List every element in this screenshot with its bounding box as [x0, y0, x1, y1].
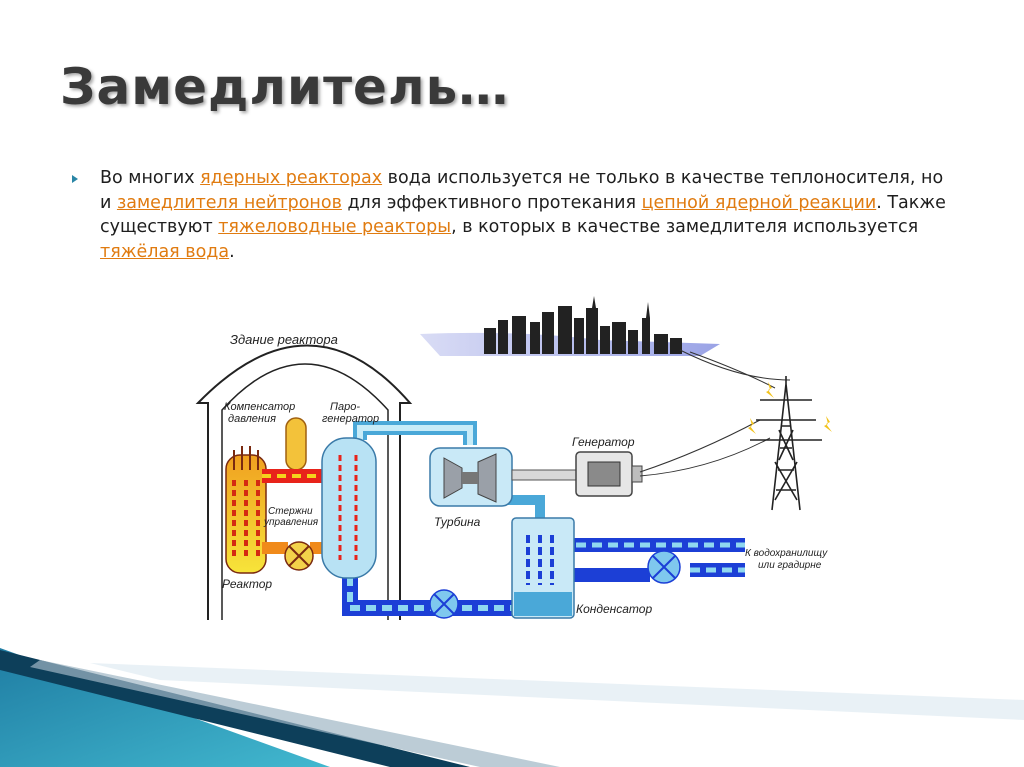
label-turbine: Турбина [434, 515, 481, 529]
label-outlet-line1: К водохранилищу [745, 548, 828, 559]
link-chain-reaction[interactable]: цепной ядерной реакции [641, 192, 877, 213]
text-segment: вода используется не только в качестве т… [100, 168, 944, 213]
link-heavy-water[interactable]: тяжёлая вода [100, 241, 230, 262]
city-skyline [420, 296, 720, 356]
text-segment: . Также существуют [100, 192, 946, 238]
label-condenser: Конденсатор [576, 602, 652, 616]
reactor-vessel [225, 446, 267, 574]
link-neutron-moderator[interactable]: замедлителя нейтронов [116, 192, 342, 213]
label-steam-generator-line1: Паро- [330, 401, 360, 413]
label-outlet-line2: или градирне [758, 560, 822, 571]
slide-title: Замедлитель… [60, 58, 510, 116]
label-pressurizer-line2: давления [228, 413, 276, 425]
circulating-pump [647, 550, 681, 584]
label-control-rods-line1: Стержни [268, 506, 313, 517]
condenser [511, 517, 575, 619]
text-segment: . [229, 241, 235, 262]
label-control-rods-line2: управления [263, 517, 319, 528]
primary-pump [284, 541, 314, 571]
steam-generator [321, 437, 377, 579]
label-generator: Генератор [572, 435, 635, 449]
text-segment: , в которых в качестве замедлителя испол… [451, 217, 919, 237]
spark-icons [748, 382, 832, 434]
decor-waves [0, 648, 1024, 767]
text-segment: для эффективного протекания [341, 192, 642, 213]
link-nuclear-reactors[interactable]: ядерных реакторах [200, 168, 383, 188]
link-heavy-water-reactors[interactable]: тяжеловодные реакторы [218, 217, 452, 237]
body-paragraph: Во многих ядерных реакторах вода использ… [100, 166, 960, 264]
generator [511, 451, 643, 497]
feedwater-pump [429, 589, 459, 619]
reactor-building [195, 344, 413, 620]
label-reactor: Реактор [222, 577, 272, 591]
bullet-marker [72, 175, 78, 183]
label-reactor-building: Здание реактора [230, 332, 338, 347]
label-pressurizer-line1: Компенсатор [224, 401, 295, 413]
transmission-tower [750, 376, 822, 511]
text-segment: Во многих [100, 168, 201, 188]
label-steam-generator-line2: генератор [322, 413, 379, 425]
power-lines [639, 349, 791, 477]
turbine [429, 447, 513, 507]
cold-water-loop [342, 538, 745, 616]
